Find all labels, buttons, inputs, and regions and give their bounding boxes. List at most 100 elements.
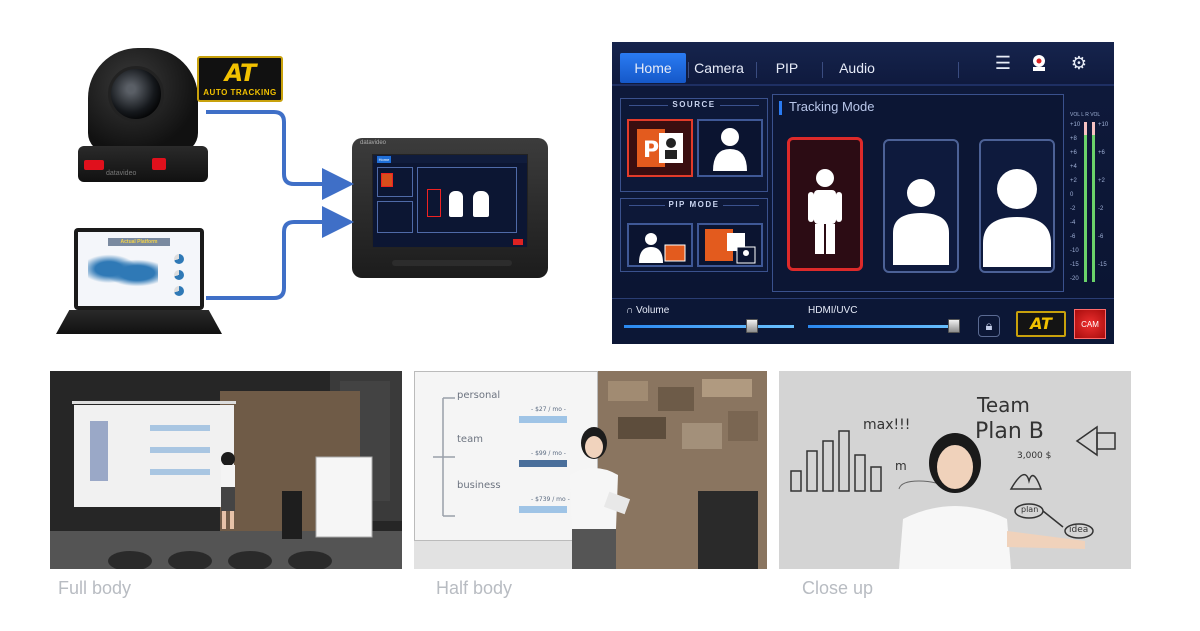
meter-tick: -20 <box>1070 276 1079 282</box>
board-word: 3,000 $ <box>1017 451 1052 461</box>
volume-slider-knob[interactable] <box>746 319 758 333</box>
meter-header: VOL L R VOL <box>1070 112 1101 118</box>
plan-price: - $99 / mo - <box>531 450 566 457</box>
board-word: plan <box>1021 505 1039 514</box>
meter-tick: -15 <box>1070 262 1079 268</box>
half-body-icon <box>893 179 949 265</box>
caption-full-body: Full body <box>58 578 132 598</box>
meter-tick: -2 <box>1070 206 1076 212</box>
tablet-brand: datavideo <box>360 140 387 146</box>
close-up-icon <box>983 169 1051 267</box>
studio-full-body-illustration <box>50 371 402 569</box>
plan-name: business <box>457 480 501 491</box>
person-icon <box>713 128 747 171</box>
meter-tick: +4 <box>1070 164 1077 170</box>
whiteboard-sketches <box>779 371 1131 569</box>
at-logo-letters: AT <box>224 59 257 87</box>
tracking-mode-title: Tracking Mode <box>789 99 875 114</box>
meter-tick: -2 <box>1098 206 1104 212</box>
board-word: idea <box>1069 525 1089 535</box>
full-body-icon <box>808 169 842 254</box>
auto-tracking-logo: AT AUTO TRACKING <box>197 56 283 102</box>
source-panel: SOURCE P <box>620 98 768 192</box>
plan-name: team <box>457 434 483 445</box>
board-word: Team <box>977 393 1030 417</box>
meter-tick: +8 <box>1070 136 1077 142</box>
source-camera-button[interactable] <box>697 119 763 177</box>
pip-mode-1-button[interactable] <box>627 223 693 267</box>
tracking-close-up-button[interactable] <box>979 139 1055 273</box>
ptz-camera: datavideo <box>78 48 208 183</box>
top-nav-bar: Home Camera PIP Audio ☰ ⚙ <box>612 42 1114 86</box>
hdmi-uvc-slider-knob[interactable] <box>948 319 960 333</box>
headphone-icon: ∩ <box>626 305 636 316</box>
meter-tick: +6 <box>1098 150 1105 156</box>
meter-tick: -6 <box>1098 234 1104 240</box>
volume-label: ∩ Volume <box>626 305 669 316</box>
volume-text: Volume <box>635 305 670 316</box>
meter-tick: -10 <box>1070 248 1079 254</box>
svg-text:P: P <box>643 138 659 163</box>
settings-gear-icon[interactable]: ⚙ <box>1070 53 1088 73</box>
laptop-keyboard <box>56 310 222 334</box>
camera-red-light <box>84 160 104 170</box>
at-logo-caption: AUTO TRACKING <box>203 88 277 97</box>
laptop: Actual Platform <box>56 228 222 334</box>
camera-robot-icon[interactable] <box>1028 52 1050 74</box>
hdmi-uvc-slider[interactable] <box>808 325 958 328</box>
lock-icon[interactable]: 🔒︎ <box>978 315 1000 337</box>
list-menu-icon[interactable]: ☰ <box>994 53 1012 73</box>
source-title: SOURCE <box>668 100 720 109</box>
volume-slider[interactable] <box>624 325 794 328</box>
pip-mode-panel: PIP MODE <box>620 198 768 272</box>
bottom-control-bar: ∩ Volume HDMI/UVC 🔒︎ AT CAM <box>612 298 1114 344</box>
control-tablet: datavideo Home <box>352 138 548 278</box>
close-up-scene: Team Plan B max!!! 3,000 $ m plan idea <box>779 371 1131 569</box>
source-presentation-button[interactable]: P <box>627 119 693 177</box>
plan-name: personal <box>457 390 501 401</box>
pip-layout-icon <box>639 233 686 263</box>
pie-icon <box>174 286 184 296</box>
caption-close-up: Close up <box>802 578 874 598</box>
audio-level-meter: VOL L R VOL +10 +8 +6 +4 +2 0 -2 -4 -6 -… <box>1070 112 1110 284</box>
auto-tracking-button[interactable]: AT <box>1016 311 1066 337</box>
meter-tick: -4 <box>1070 220 1076 226</box>
full-body-scene <box>50 371 402 569</box>
meter-tick: +2 <box>1070 178 1077 184</box>
meter-tick: +2 <box>1098 178 1105 184</box>
connector-arrows <box>206 110 354 300</box>
tab-camera[interactable]: Camera <box>694 60 744 76</box>
tablet-tab-home: Home <box>377 156 391 163</box>
tab-home[interactable]: Home <box>620 53 686 83</box>
world-map <box>88 252 158 294</box>
pie-icon <box>174 254 184 264</box>
tracking-mode-panel: Tracking Mode <box>772 94 1064 292</box>
meter-tick: -15 <box>1098 262 1107 268</box>
plan-price: - $739 / mo - <box>531 496 570 503</box>
pip-layout-icon <box>705 229 756 264</box>
board-word: max!!! <box>863 417 911 433</box>
tab-audio[interactable]: Audio <box>839 60 875 76</box>
meter-tick: +10 <box>1070 122 1081 128</box>
laptop-screen: Actual Platform <box>74 228 204 310</box>
meter-tick: +10 <box>1098 122 1109 128</box>
tracking-full-body-button[interactable] <box>787 137 863 271</box>
camera-lens <box>108 66 164 122</box>
hdmi-uvc-label: HDMI/UVC <box>808 305 858 316</box>
board-word: m <box>895 459 907 473</box>
pip-mode-2-button[interactable] <box>697 223 763 267</box>
pip-mode-title: PIP MODE <box>664 200 724 209</box>
tab-pip[interactable]: PIP <box>775 60 799 76</box>
plan-price: - $27 / mo - <box>531 406 566 413</box>
half-body-scene: personal - $27 / mo - team - $99 / mo - … <box>414 371 767 569</box>
camera-red-light <box>152 158 166 170</box>
tracking-half-body-button[interactable] <box>883 139 959 273</box>
plans-board: personal - $27 / mo - team - $99 / mo - … <box>414 371 598 541</box>
presenter-half-body <box>570 427 630 569</box>
board-word: Plan B <box>975 419 1044 444</box>
brick-wall-backdrop <box>598 371 767 569</box>
tracking-control-ui: Home Camera PIP Audio ☰ ⚙ SOURCE P <box>612 42 1114 344</box>
cam-button[interactable]: CAM <box>1074 309 1106 339</box>
laptop-slide-title: Actual Platform <box>108 238 170 246</box>
pie-icon <box>174 270 184 280</box>
